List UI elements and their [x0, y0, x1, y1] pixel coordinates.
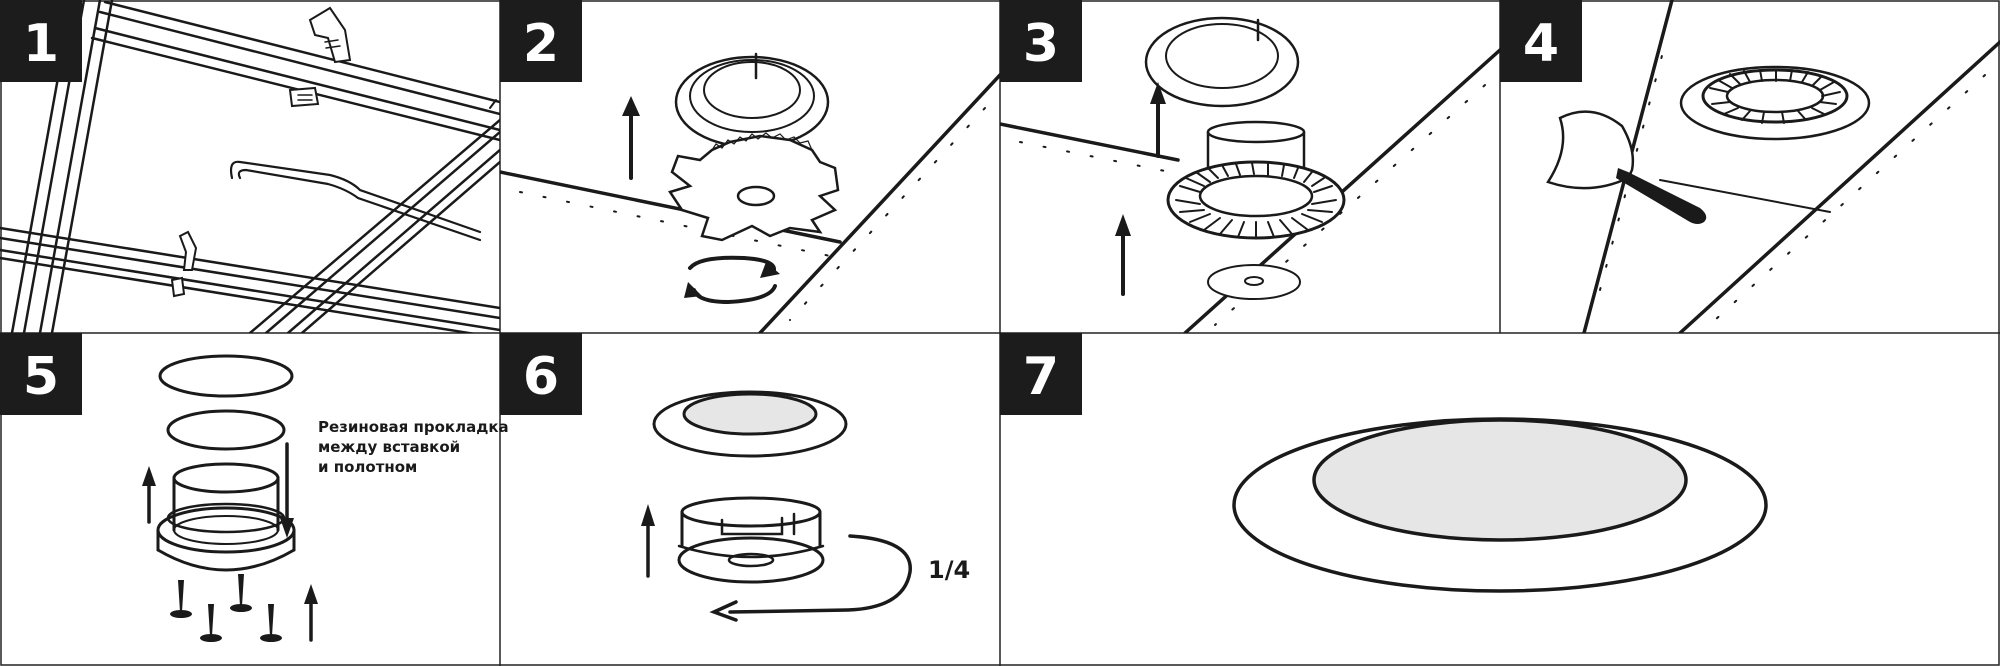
step-badge-3: 3 — [1000, 0, 1082, 82]
step-number: 6 — [523, 347, 559, 407]
gasket-note-line-2: между вставкой — [318, 438, 460, 456]
step-number: 4 — [1523, 14, 1559, 74]
panel-7-result — [1232, 417, 1768, 593]
step-badge-5: 5 — [0, 333, 82, 415]
panel-6-quarter-turn: 1/4 — [641, 390, 970, 622]
lens — [682, 392, 818, 436]
step-number: 7 — [1023, 347, 1059, 407]
spike-icons — [170, 574, 282, 642]
panel-1-frame-mounting — [0, 0, 500, 333]
step-number: 3 — [1023, 14, 1059, 74]
step-badge-6: 6 — [500, 333, 582, 415]
rotation-label: 1/4 — [928, 556, 970, 584]
step-badge-1: 1 — [0, 0, 82, 82]
panel-2-cutting — [500, 52, 1000, 333]
panel-5-gasket: Резиновая прокладка между вставкой и пол… — [142, 354, 509, 642]
gasket-note-line-3: и полотном — [318, 458, 417, 476]
panel-3-insertion — [1000, 16, 1500, 333]
step-number: 2 — [523, 14, 559, 74]
step-badge-2: 2 — [500, 0, 582, 82]
finished-lens — [1312, 418, 1688, 542]
step-number: 1 — [23, 14, 59, 74]
step-number: 5 — [23, 347, 59, 407]
gasket-note-line-1: Резиновая прокладка — [318, 418, 509, 436]
step-badge-4: 4 — [1500, 0, 1582, 82]
panel-4-trimming — [1546, 0, 2000, 333]
step-badge-7: 7 — [1000, 333, 1082, 415]
